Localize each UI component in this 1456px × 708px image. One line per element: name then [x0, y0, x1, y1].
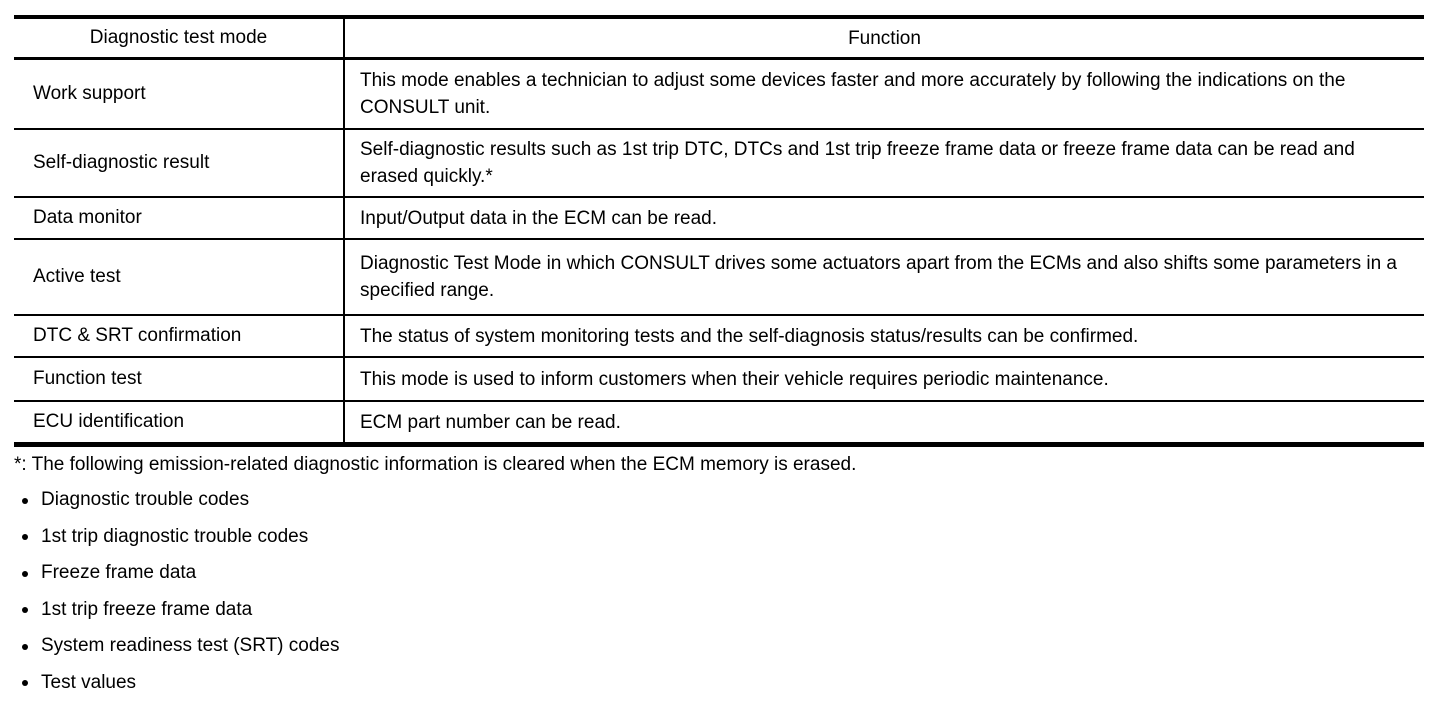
table-row: DTC & SRT confirmation The status of sys… [14, 316, 1424, 358]
table-row: Active test Diagnostic Test Mode in whic… [14, 240, 1424, 316]
table-row: Work support This mode enables a technic… [14, 60, 1424, 130]
mode-cell: Function test [14, 358, 345, 400]
mode-cell: Self-diagnostic result [14, 130, 345, 196]
function-cell: ECM part number can be read. [345, 402, 1424, 442]
bullet-icon [22, 643, 28, 650]
column-header-diagnostic-test-mode: Diagnostic test mode [14, 19, 345, 57]
cleared-information-list: Diagnostic trouble codes 1st trip diagno… [22, 482, 339, 701]
bullet-icon [22, 570, 28, 577]
function-cell: Input/Output data in the ECM can be read… [345, 198, 1424, 238]
list-item-text: Test values [41, 671, 137, 693]
function-cell: This mode enables a technician to adjust… [345, 60, 1424, 128]
list-item-text: 1st trip freeze frame data [41, 598, 253, 620]
list-item: Test values [22, 665, 339, 702]
asterisk-footnote: *: The following emission-related diagno… [14, 454, 857, 475]
function-text: This mode is used to inform customers wh… [360, 368, 1109, 390]
function-text: This mode enables a technician to adjust… [360, 70, 1346, 118]
table-row: ECU identification ECM part number can b… [14, 402, 1424, 442]
function-text: Self-diagnostic results such as 1st trip… [360, 139, 1355, 187]
mode-cell: Active test [14, 240, 345, 314]
function-text: The status of system monitoring tests an… [360, 325, 1139, 347]
table-row: Function test This mode is used to infor… [14, 358, 1424, 402]
list-item: 1st trip diagnostic trouble codes [22, 519, 339, 556]
diagnostic-test-mode-table: Diagnostic test mode Function Work suppo… [14, 15, 1424, 447]
table-row: Data monitor Input/Output data in the EC… [14, 198, 1424, 240]
list-item: Freeze frame data [22, 555, 339, 592]
bullet-icon [22, 497, 28, 504]
table-row: Self-diagnostic result Self-diagnostic r… [14, 130, 1424, 198]
function-text: Input/Output data in the ECM can be read… [360, 207, 718, 229]
list-item: Diagnostic trouble codes [22, 482, 339, 519]
mode-cell: ECU identification [14, 402, 345, 442]
column-header-function: Function [848, 27, 921, 49]
mode-cell: DTC & SRT confirmation [14, 316, 345, 356]
function-text: Diagnostic Test Mode in which CONSULT dr… [360, 253, 1397, 301]
list-item-text: Freeze frame data [41, 562, 197, 584]
function-cell: This mode is used to inform customers wh… [345, 358, 1424, 400]
function-cell: Self-diagnostic results such as 1st trip… [345, 130, 1424, 196]
list-item-text: Diagnostic trouble codes [41, 489, 250, 511]
list-item: System readiness test (SRT) codes [22, 628, 339, 665]
function-cell: The status of system monitoring tests an… [345, 316, 1424, 356]
table-header-row: Diagnostic test mode Function [14, 19, 1424, 60]
bullet-icon [22, 680, 28, 687]
function-cell: Diagnostic Test Mode in which CONSULT dr… [345, 240, 1424, 314]
list-item-text: System readiness test (SRT) codes [41, 635, 340, 657]
mode-cell: Work support [14, 60, 345, 128]
list-item: 1st trip freeze frame data [22, 592, 339, 629]
mode-cell: Data monitor [14, 198, 345, 238]
bullet-icon [22, 534, 28, 541]
list-item-text: 1st trip diagnostic trouble codes [41, 525, 309, 547]
bullet-icon [22, 607, 28, 614]
function-text: ECM part number can be read. [360, 411, 621, 433]
